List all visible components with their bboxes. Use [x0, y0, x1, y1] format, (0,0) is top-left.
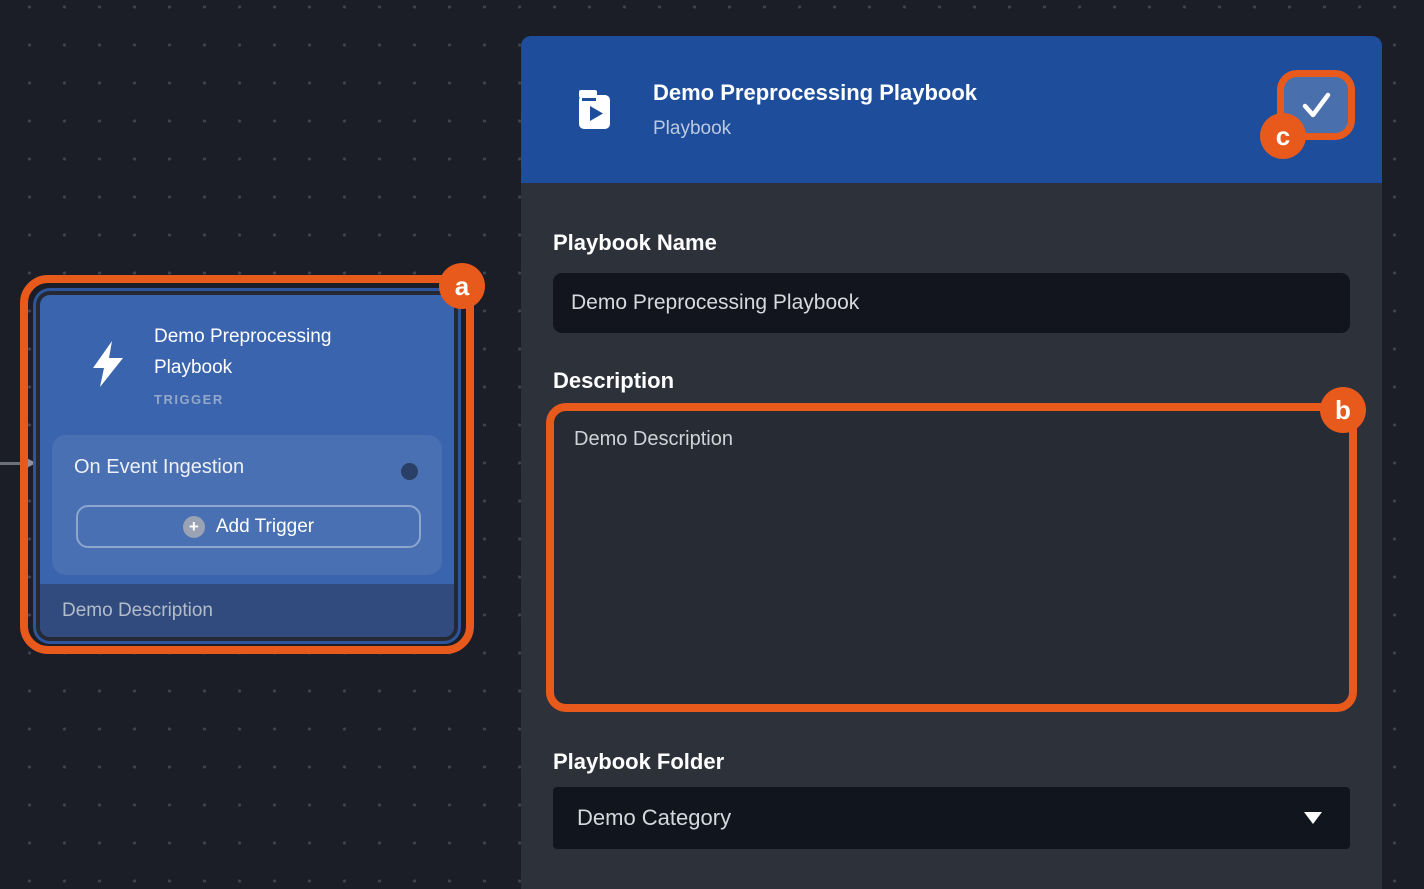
trigger-node-description: Demo Description: [62, 599, 213, 621]
playbook-book-icon: [579, 89, 610, 129]
panel-body: Playbook Name Description Demo Descripti…: [521, 183, 1382, 849]
confirm-save-button[interactable]: [1277, 70, 1355, 140]
trigger-node-header: Demo Preprocessing Playbook TRIGGER: [40, 295, 454, 407]
annotation-badge-b: b: [1320, 387, 1366, 433]
trigger-row-on-event-ingestion[interactable]: On Event Ingestion: [52, 435, 442, 499]
edge-connector-arrowhead-icon: [21, 455, 36, 471]
annotation-badge-a: a: [439, 263, 485, 309]
trigger-node-title: Demo Preprocessing Playbook: [154, 326, 332, 378]
playbook-properties-panel: Demo Preprocessing Playbook Playbook Pla…: [521, 36, 1382, 889]
playbook-folder-label: Playbook Folder: [553, 749, 725, 774]
plus-icon: +: [182, 515, 205, 538]
panel-header: Demo Preprocessing Playbook Playbook: [521, 36, 1382, 183]
edge-connector-line: [0, 462, 22, 465]
trigger-node-footer: Demo Description: [40, 584, 454, 637]
add-trigger-label: Add Trigger: [215, 515, 315, 537]
output-port-dot[interactable]: [401, 463, 418, 480]
trigger-row-label: On Event Ingestion: [74, 455, 245, 478]
playbook-folder-select[interactable]: Demo Category: [553, 787, 1350, 849]
lightning-bolt-icon: [93, 341, 123, 387]
playbook-name-input[interactable]: [553, 273, 1350, 333]
add-trigger-button[interactable]: + Add Trigger: [76, 505, 421, 548]
checkmark-icon: [1302, 92, 1331, 118]
description-textarea[interactable]: Demo Description: [554, 411, 1349, 704]
playbook-name-label: Playbook Name: [553, 230, 717, 255]
trigger-node-card[interactable]: Demo Preprocessing Playbook TRIGGER On E…: [36, 291, 458, 641]
playbook-folder-value: Demo Category: [577, 805, 732, 830]
panel-subtitle: Playbook: [653, 117, 732, 139]
annotation-badge-c: c: [1260, 113, 1306, 159]
description-label: Description: [553, 368, 675, 393]
dropdown-caret-icon: [1304, 812, 1322, 824]
trigger-node-type-label: TRIGGER: [154, 392, 224, 407]
panel-title: Demo Preprocessing Playbook: [653, 79, 977, 105]
description-highlight-box: Demo Description: [546, 403, 1357, 712]
trigger-list-panel: On Event Ingestion + Add Trigger: [52, 435, 442, 575]
